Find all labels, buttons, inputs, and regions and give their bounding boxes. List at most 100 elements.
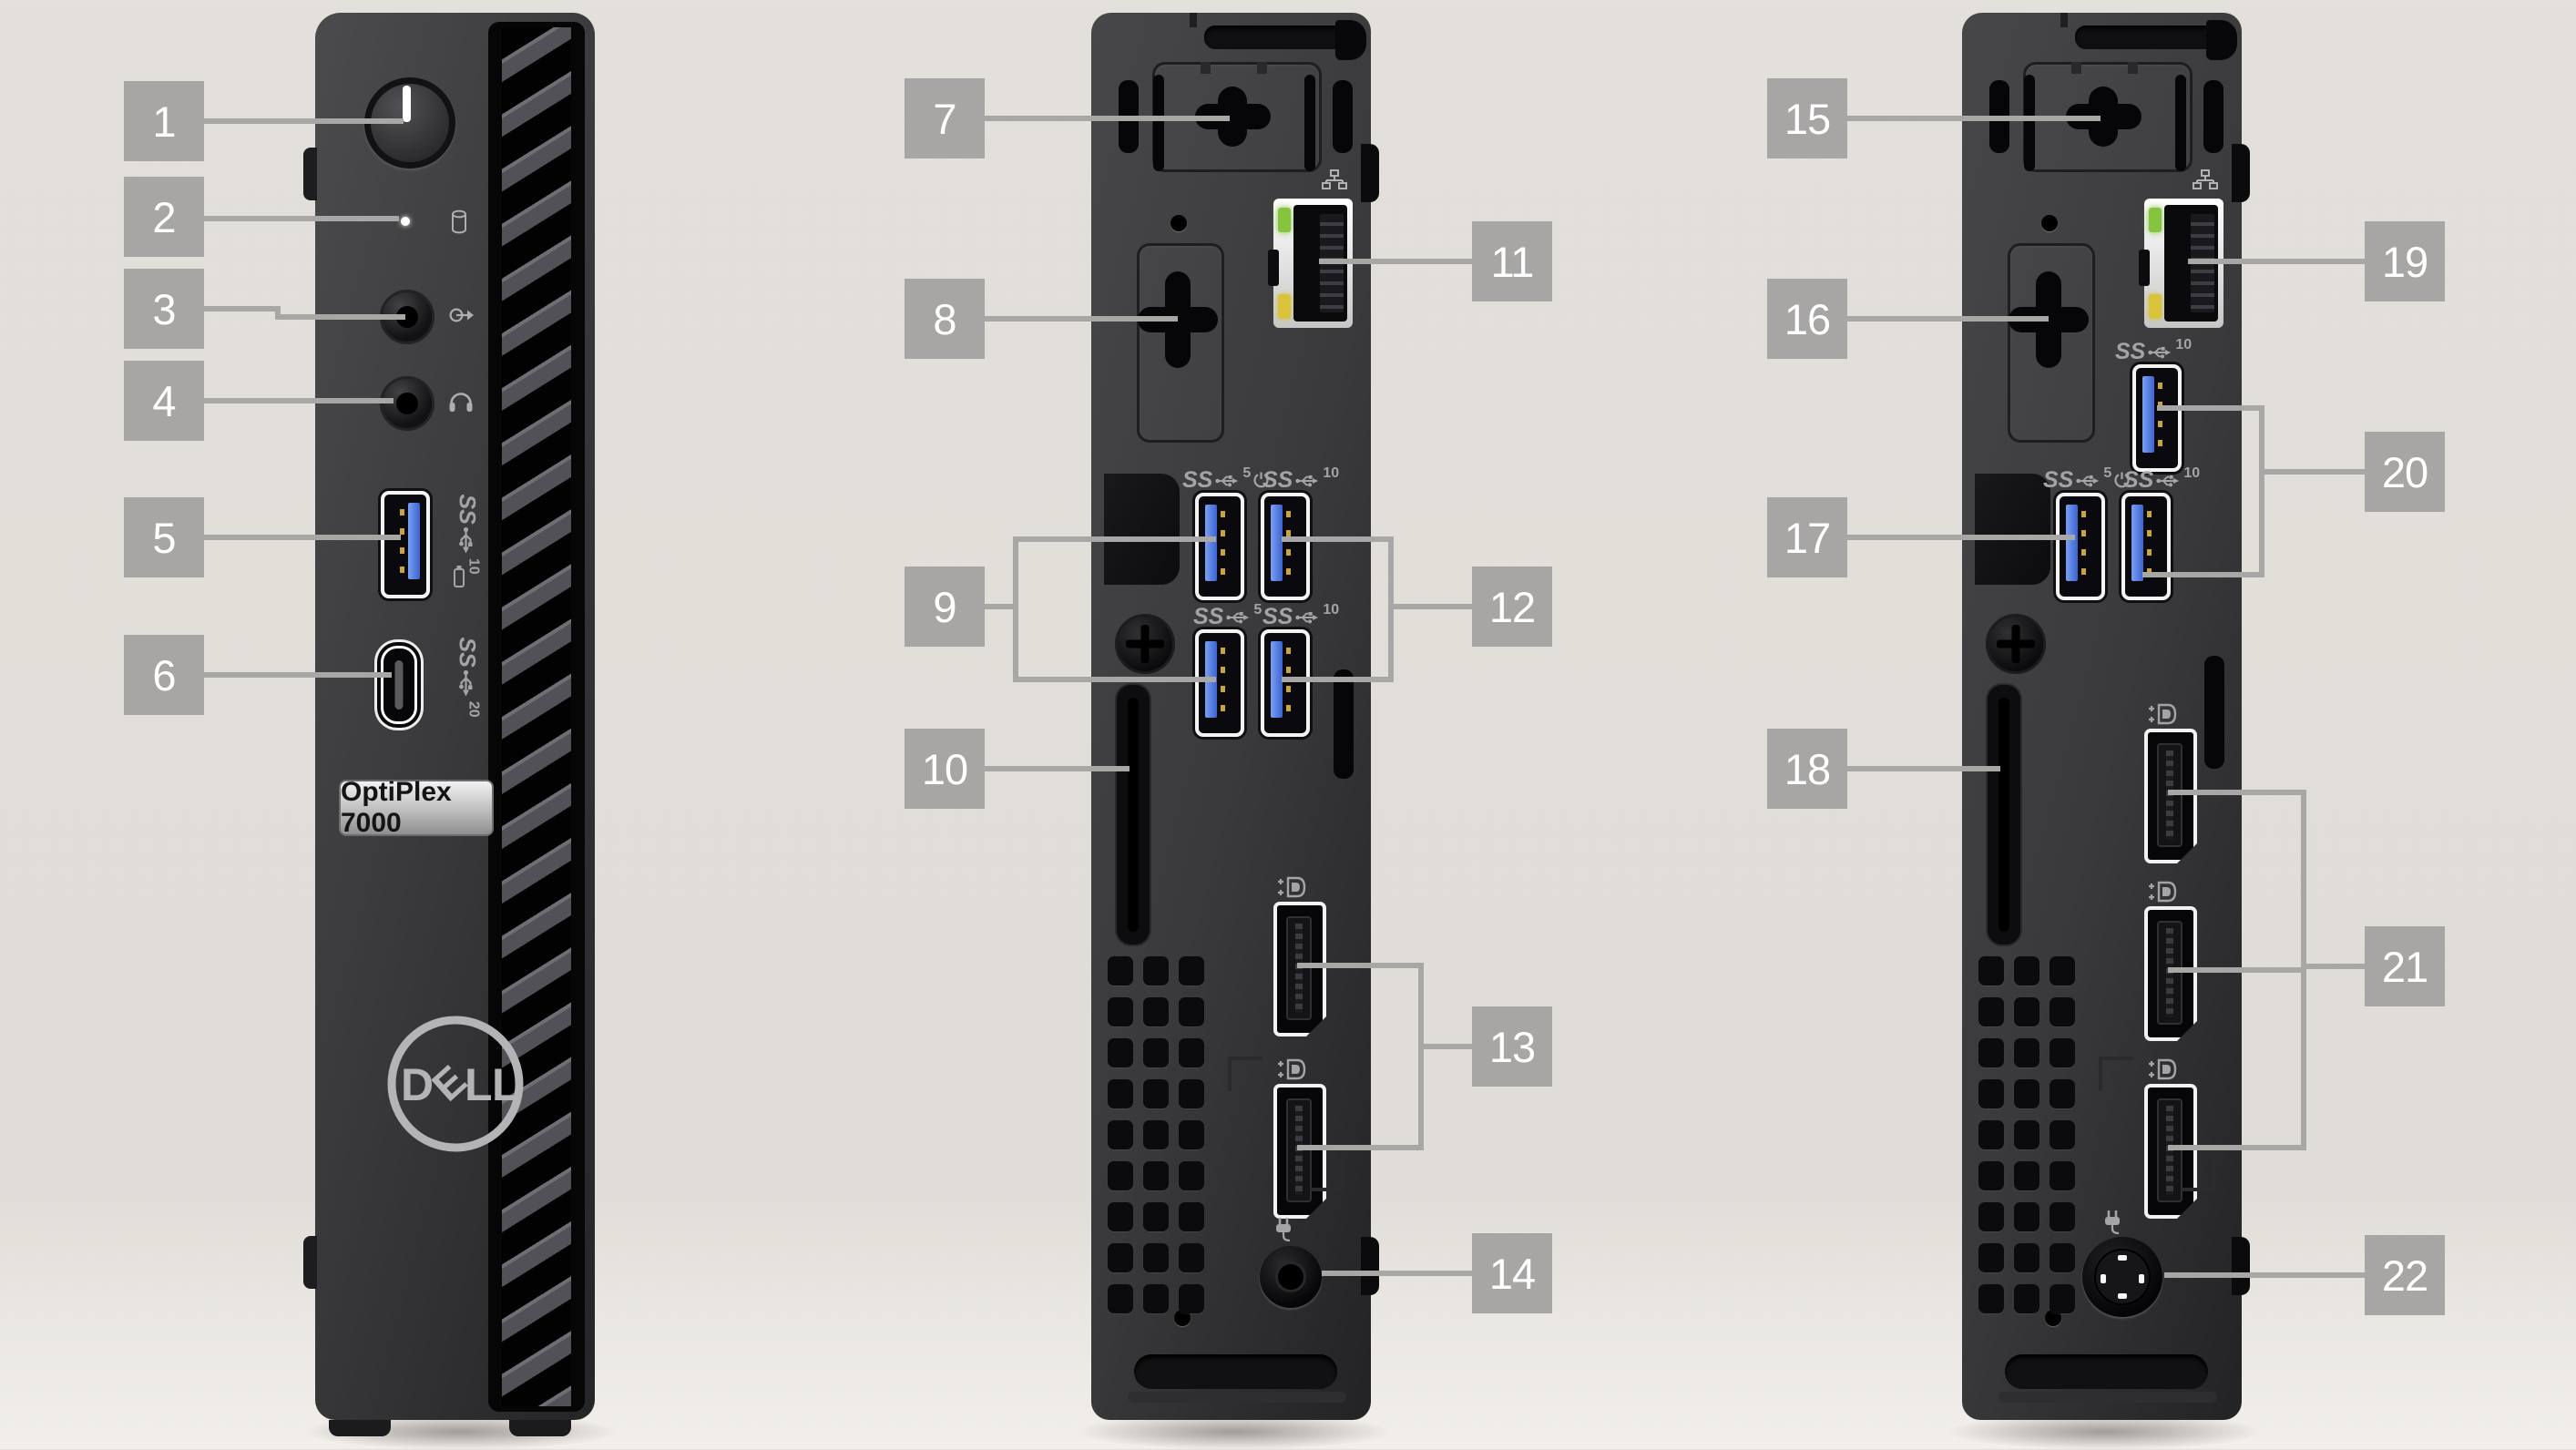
callout-line-13 [1424, 1044, 1472, 1049]
displayport-3[interactable] [2144, 1084, 2197, 1219]
front-view-device: SS 10 SS 20 [303, 13, 595, 1436]
ss-text: SS [454, 637, 480, 668]
power-plug-icon [1276, 1218, 1291, 1242]
callout-label-5: 5 [124, 497, 204, 577]
callout-label-21: 21 [2365, 926, 2445, 1006]
callout-line-19 [2188, 259, 2365, 264]
callout-label-4: 4 [124, 361, 204, 441]
displayport-1[interactable] [1273, 902, 1326, 1036]
vent-slot [1333, 80, 1353, 153]
speed-10-text: 10 [466, 557, 482, 575]
power-pin [2139, 1274, 2144, 1283]
displayport-1[interactable] [2144, 729, 2197, 863]
displayport-2[interactable] [1273, 1084, 1326, 1219]
callout-line-2 [202, 216, 399, 221]
expansion-knockout-plate [1137, 243, 1224, 443]
callout-label-12: 12 [1472, 567, 1552, 647]
power-plug-icon [2105, 1210, 2120, 1235]
headset-jack[interactable] [380, 376, 434, 431]
top-seam [1190, 13, 1197, 27]
callout-label-16: 16 [1767, 279, 1847, 359]
usb-trident-icon [459, 527, 473, 554]
callout-label-15: 15 [1767, 78, 1847, 158]
callout-line-8 [985, 316, 1178, 322]
hdd-activity-light [401, 217, 410, 226]
callout-line-17 [1847, 535, 2075, 540]
front-foot-left [329, 1420, 391, 1436]
power-connector[interactable] [1260, 1246, 1322, 1308]
displayport-2[interactable] [2144, 906, 2197, 1041]
battery-icon [454, 566, 465, 587]
ethernet-latch-notch [1268, 250, 1279, 286]
security-cable-slot[interactable] [2204, 656, 2224, 769]
padlock-ring[interactable] [1986, 683, 2022, 946]
callout-line-16 [1847, 316, 2049, 322]
usb-ss10-icon: SS 10 [1262, 601, 1340, 630]
callout-line-13 [1297, 1145, 1424, 1150]
power-icon [2114, 472, 2130, 488]
callout-line-7 [985, 116, 1230, 121]
vent-slot [2203, 80, 2223, 153]
corner-mark [2181, 1157, 2215, 1191]
callout-label-10: 10 [905, 729, 985, 809]
ethernet-activity-led [1278, 294, 1291, 319]
power-pin [2118, 1293, 2127, 1299]
usb-a-port-2[interactable] [1261, 493, 1310, 600]
callout-line-21 [2306, 964, 2365, 969]
corner-mark [1228, 1057, 1262, 1091]
callout-line-20 [2264, 469, 2365, 475]
displayport-icon [1278, 876, 1306, 898]
speed-20-text: 20 [466, 700, 482, 718]
expansion-knockout-plate [2008, 243, 2095, 443]
callout-label-7: 7 [905, 78, 985, 158]
callout-line-1 [202, 118, 404, 124]
thumbscrew[interactable] [1986, 614, 2046, 674]
usb-trident-icon [459, 670, 473, 697]
model-badge: OptiPlex 7000 [339, 777, 494, 838]
cable-cover [1975, 474, 2050, 585]
front-foot-right [509, 1420, 571, 1436]
top-handle-groove [1204, 26, 1361, 49]
thumbscrew[interactable] [1115, 614, 1175, 674]
usb-c-20gbps-port-front[interactable] [381, 646, 417, 724]
ethernet-link-led [2149, 208, 2162, 232]
callout-line-20 [2259, 405, 2264, 577]
logo-letter-l2: L [492, 1059, 520, 1110]
power-connector-4pin[interactable] [2082, 1237, 2162, 1317]
callout-line-21 [2168, 1145, 2306, 1150]
callout-line-3 [202, 306, 281, 311]
vent-grid [1108, 956, 1204, 1313]
usb-a-port-right[interactable] [2121, 493, 2171, 600]
callout-line-20 [2142, 572, 2264, 577]
edge-bump-top [1361, 144, 1379, 202]
corner-mark [2099, 1057, 2133, 1091]
usb-ss10-icon: SS 10 [2123, 465, 2201, 494]
line-out-icon [449, 308, 474, 322]
usb-a-port-3[interactable] [1195, 629, 1244, 737]
usb-a-port-top[interactable] [2132, 364, 2182, 472]
padlock-ring[interactable] [1115, 683, 1151, 946]
callout-label-6: 6 [124, 635, 204, 715]
usb-a-port-1[interactable] [1195, 493, 1244, 600]
front-grille-slats [502, 27, 571, 1406]
ss-text: SS [454, 494, 480, 525]
plate-notch [1201, 62, 1211, 74]
usb-a-port-4[interactable] [1261, 629, 1310, 737]
security-cable-slot[interactable] [1334, 669, 1354, 779]
callout-label-18: 18 [1767, 729, 1847, 809]
headset-icon [449, 393, 473, 412]
callout-label-20: 20 [2365, 432, 2445, 512]
top-seam [2060, 13, 2068, 27]
vent-grid [1978, 956, 2075, 1313]
line-out-jack[interactable] [380, 290, 434, 344]
displayport-icon [2149, 1058, 2177, 1080]
callout-label-19: 19 [2365, 221, 2445, 301]
displayport-icon [1278, 1058, 1306, 1080]
usb-a-port-left[interactable] [2056, 493, 2105, 600]
top-handle-groove [2075, 26, 2232, 49]
network-icon [2193, 169, 2218, 189]
usb-a-10gbps-port-front[interactable] [381, 491, 430, 598]
chassis-hole [1174, 1310, 1191, 1326]
usb-ss10-icon: SS 10 [2115, 336, 2193, 365]
